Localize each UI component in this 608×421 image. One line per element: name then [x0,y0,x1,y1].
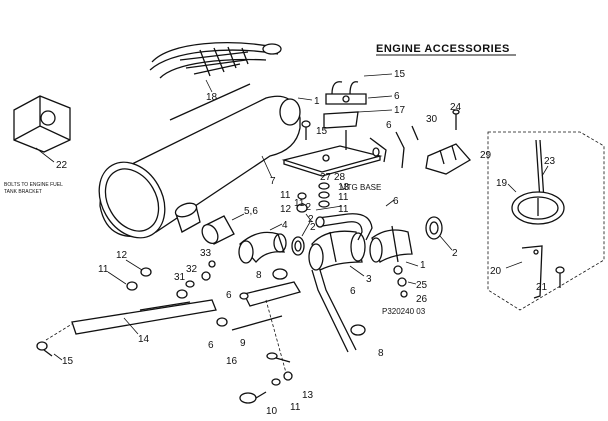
callout-13-lower: 13 [302,390,314,401]
hardware-stack-11-13 [296,182,330,213]
callout-6-upper: 6 [393,196,399,207]
callout-17: 17 [394,105,406,116]
left-hardware [107,259,216,299]
support-bar-14 [71,299,217,335]
callout-24: 24 [450,102,462,113]
muffler-body [98,83,301,239]
callout-29: 29 [480,150,492,161]
callout-9: 9 [240,338,246,349]
callout-12-left-hw: 12 [116,250,128,261]
callout-11-center: 11 [294,198,305,209]
callout-11-left-hw: 11 [98,264,109,275]
callout-1-top: 1 [314,96,320,107]
callout-14: 14 [138,334,150,345]
callout-6-strap: 6 [350,286,356,297]
exhaust-pipe-3 [308,230,366,271]
gasket-2-center [291,236,305,256]
callout-5-6: 5,6 [244,206,258,217]
callout-11-upper: 11 [338,192,349,203]
diagram-title: ENGINE ACCESSORIES [376,43,510,55]
gasket-2-right [425,216,443,240]
callout-16: 16 [226,356,238,367]
callout-12-left: 12 [280,204,292,215]
callout-15-top: 15 [394,69,406,80]
mounting-base-plate [281,145,383,177]
mtg-base-label: MTG BASE [340,183,381,192]
callout-33: 33 [200,248,212,259]
callout-2-stack: 2 [310,222,316,233]
fuel-tank-bracket [13,95,71,163]
bracket-note-line2: TANK BRACKET [4,189,42,195]
upper-clamp-assembly [323,73,393,150]
bolt-15-mid [301,120,311,140]
callout-15-mid: 15 [316,126,328,137]
callout-30: 30 [426,114,438,125]
strap-assembly [216,268,366,404]
callout-26: 26 [416,294,428,305]
callout-11-mid: 11 [338,204,349,215]
bracket-20 [521,245,565,299]
callout-31: 31 [174,272,186,283]
callout-6-low: 6 [208,340,214,351]
part-code: P320240 03 [382,307,426,316]
nuts-25-26 [393,265,408,298]
callout-13-upper: 13 [338,182,350,193]
bracket-note-line1: BOLTS TO ENGINE FUEL [4,182,63,188]
bent-tube-12 [315,213,373,241]
inset-box [487,131,605,311]
callout-10: 10 [266,406,278,416]
gasket-2-right-hole [429,221,439,235]
callout-19: 19 [496,178,508,189]
callout-2-center: 2 [308,214,314,225]
rod-and-ring [511,139,565,225]
callout-15-lower: 15 [62,356,74,367]
callout-11-left: 11 [280,190,291,201]
callout-21: 21 [536,282,548,293]
callout-6-bracket: 6 [386,120,392,131]
elbow-part-4 [238,231,287,264]
callout-6-top: 6 [394,91,400,102]
bolt-15-lower [36,323,73,361]
callout-28: 28 [334,172,346,183]
muffler-outlet [174,202,201,233]
callout-25: 25 [416,280,428,291]
callout-8-left: 8 [256,270,262,281]
callout-20: 20 [490,266,502,277]
gasket-2-center-hole [294,240,302,252]
callout-2-right: 2 [452,248,458,259]
callout-11-lower: 11 [290,402,301,413]
callout-1-right: 1 [420,260,426,271]
clamp-1 [369,225,413,263]
callout-22: 22 [56,160,68,171]
callout-27: 27 [320,172,332,183]
callout-4: 4 [282,220,288,231]
bracket-assembly-right [369,109,472,175]
screen-grille [149,42,282,93]
callout-7: 7 [270,176,276,187]
callout-18: 18 [206,92,218,103]
callout-6-mid: 6 [226,290,232,301]
sleeve-part-5-6 [201,215,235,245]
callout-8-right: 8 [378,348,384,359]
callout-32: 32 [186,264,198,275]
callout-3: 3 [366,274,372,285]
callout-23: 23 [544,156,556,167]
